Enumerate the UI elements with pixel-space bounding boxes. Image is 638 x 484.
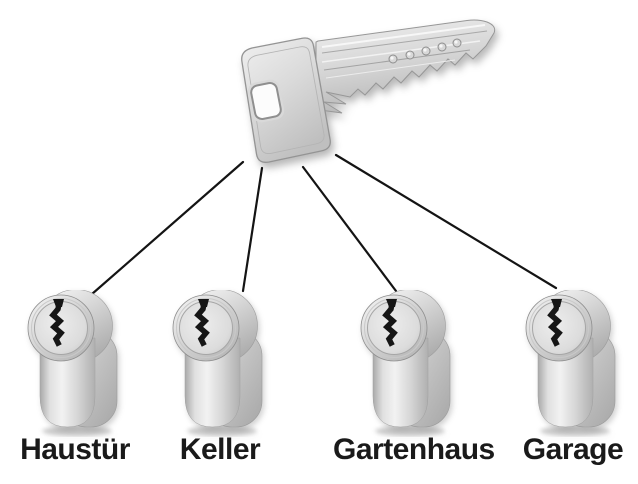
lock-cylinder-image xyxy=(170,290,280,440)
lock-keller: Keller xyxy=(145,0,295,484)
master-key-image xyxy=(208,6,508,176)
lock-cylinder-image xyxy=(25,290,135,440)
connector-line-garage xyxy=(334,153,558,290)
lock-cylinder-image xyxy=(358,290,468,440)
connector-line-haustuer xyxy=(90,160,245,296)
lock-haustuer: Haustür xyxy=(0,0,150,484)
lock-label: Haustür xyxy=(20,433,130,466)
connector-line-keller xyxy=(241,166,264,293)
lock-label: Garage xyxy=(522,433,624,466)
lock-cylinder-image xyxy=(523,290,633,440)
lock-gartenhaus: Gartenhaus xyxy=(333,0,495,484)
lock-label: Keller xyxy=(179,433,261,466)
connector-line-gartenhaus xyxy=(301,165,398,293)
key-hole xyxy=(247,79,285,123)
lock-garage: Garage xyxy=(498,0,638,484)
lock-label: Gartenhaus xyxy=(333,433,495,466)
key-dimples xyxy=(388,38,462,64)
